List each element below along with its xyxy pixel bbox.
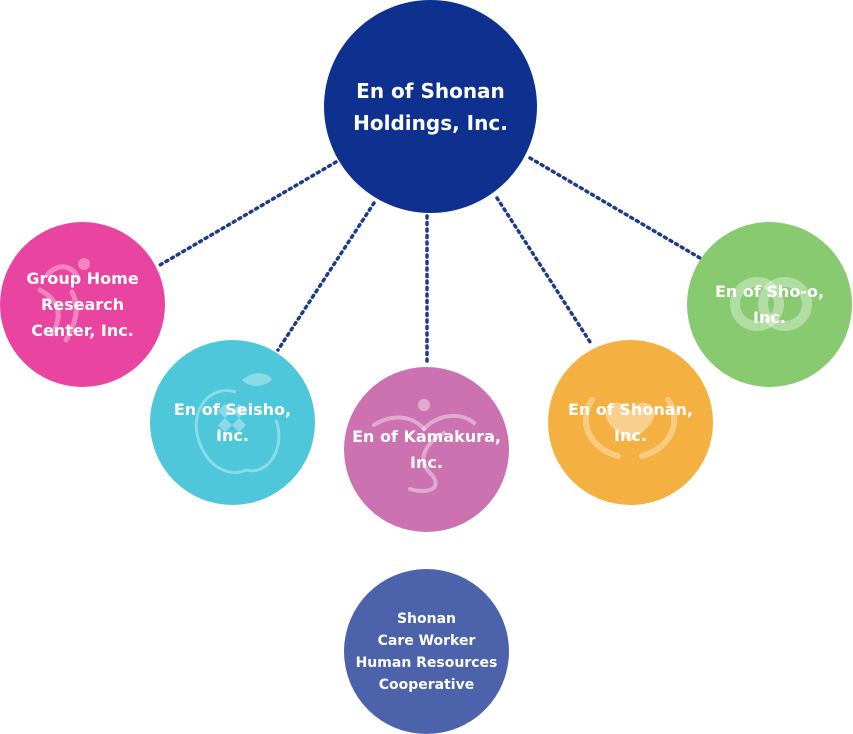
node-holdings-label: En of Shonan Holdings, Inc.: [353, 78, 508, 135]
node-shonan: En of Shonan, Inc.: [548, 340, 713, 505]
node-holdings: En of Shonan Holdings, Inc.: [324, 0, 537, 213]
connector-holdings-shoo: [528, 156, 702, 260]
node-seisho: En of Seisho, Inc.: [150, 340, 315, 505]
node-research-center-label: Group Home Research Center, Inc.: [26, 268, 139, 340]
node-shoo-label: En of Sho-o, Inc.: [714, 281, 825, 327]
node-shonan-label: En of Shonan, Inc.: [568, 399, 693, 445]
node-research-center: Group Home Research Center, Inc.: [0, 222, 165, 387]
connector-holdings-shonan: [495, 196, 594, 347]
connector-holdings-research: [158, 160, 338, 267]
node-seisho-label: En of Seisho, Inc.: [173, 399, 292, 445]
apple-logo-icon: [194, 373, 281, 474]
double-ring-logo-icon: [730, 277, 812, 331]
connector-holdings-seisho: [276, 201, 376, 352]
node-kamakura: En of Kamakura, Inc.: [344, 367, 509, 532]
node-cooperative: Shonan Care Worker Human Resources Coope…: [344, 569, 509, 734]
heart-hands-logo-icon: [582, 397, 678, 459]
node-cooperative-label: Shonan Care Worker Human Resources Coope…: [355, 610, 498, 693]
swirl-figure-logo-icon: [372, 399, 476, 493]
node-shoo: En of Sho-o, Inc.: [687, 222, 852, 387]
node-kamakura-label: En of Kamakura, Inc.: [352, 426, 501, 472]
figure-logo-icon: [37, 258, 90, 343]
connector-group: [158, 156, 702, 367]
